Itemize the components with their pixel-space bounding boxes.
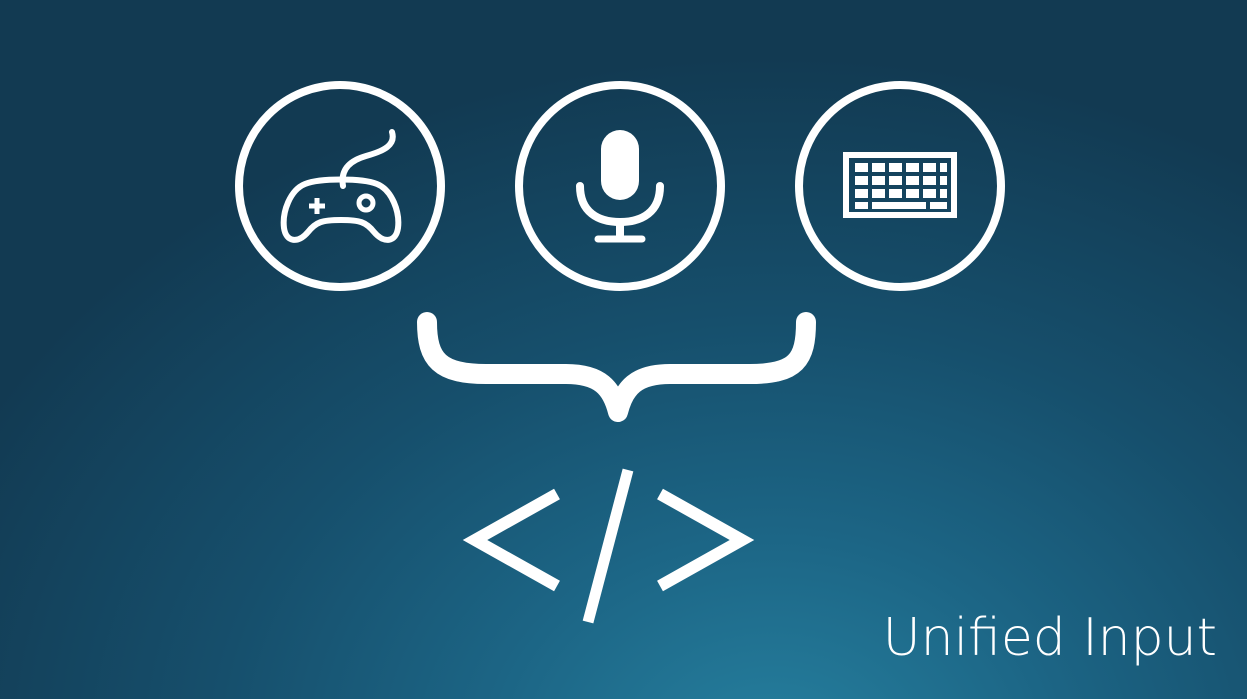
microphone-icon <box>515 81 725 291</box>
code-icon <box>462 468 755 624</box>
curly-brace-icon <box>417 312 816 422</box>
gamepad-icon <box>235 81 445 291</box>
keyboard-icon <box>795 81 1005 291</box>
caption-title: Unified Input <box>882 608 1217 668</box>
